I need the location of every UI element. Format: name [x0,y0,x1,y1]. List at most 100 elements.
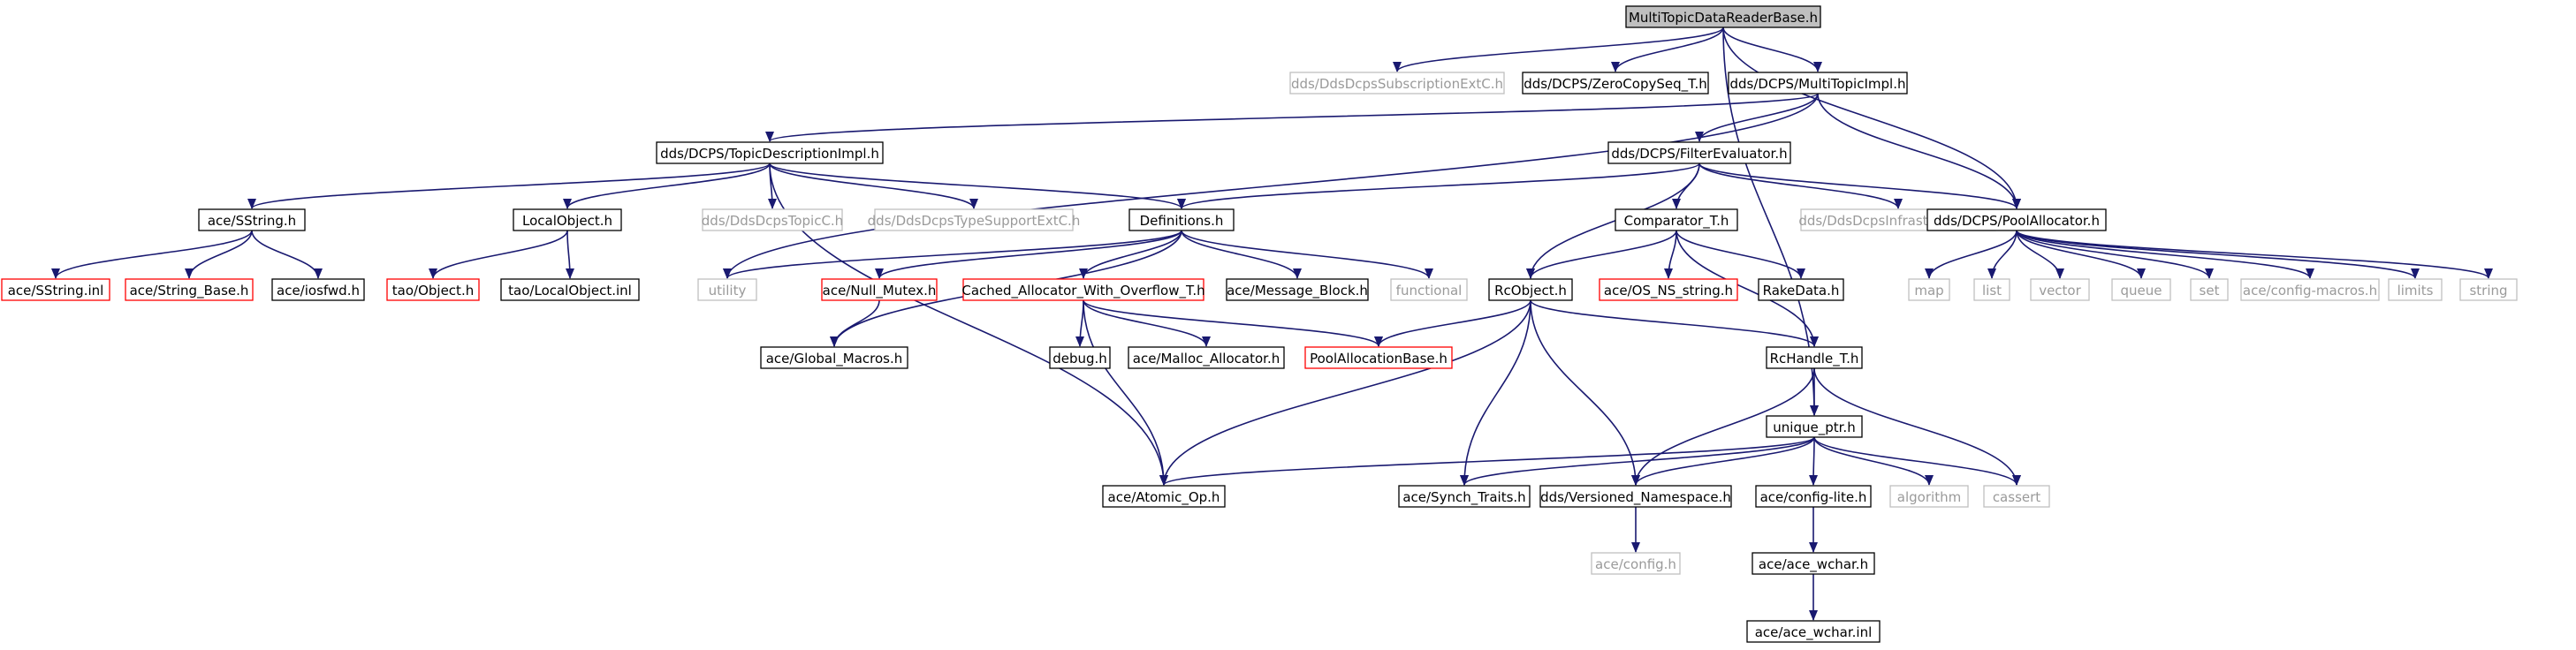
node-osns[interactable]: ace/OS_NS_string.h [1599,278,1738,301]
node-debug[interactable]: debug.h [1049,346,1111,369]
node-synch[interactable]: ace/Synch_Traits.h [1398,485,1531,508]
node-comparator[interactable]: Comparator_T.h [1615,208,1738,231]
node-label: ace/config-macros.h [2243,283,2377,299]
edge-multitopic-to-utility [723,93,1819,279]
node-versioned[interactable]: dds/Versioned_Namespace.h [1539,485,1732,508]
edge-rcobject-to-synch [1460,299,1531,486]
node-uniqueptr[interactable]: unique_ptr.h [1766,415,1863,438]
node-box [1102,485,1226,508]
edge-filtereval-to-infra [1698,162,1903,209]
node-box [1926,208,2107,231]
node-taolocal[interactable]: tao/LocalObject.inl [500,278,640,301]
node-stringbase[interactable]: ace/String_Base.h [125,278,254,301]
edge-root-to-poolalloc [1722,26,2021,209]
node-limits: limits [2388,278,2443,301]
node-aceconfig: ace/config.h [1591,552,1681,575]
node-zerocopy[interactable]: dds/DCPS/ZeroCopySeq_T.h [1522,72,1709,94]
edge-poolalloc-to-limits [2016,230,2420,279]
node-box [1128,208,1235,231]
node-poolbase[interactable]: PoolAllocationBase.h [1304,346,1453,369]
node-atomic[interactable]: ace/Atomic_Op.h [1102,485,1226,508]
node-label: ace/Synch_Traits.h [1402,489,1525,506]
node-box [1766,346,1863,369]
edge-uniqueptr-to-configlite [1809,436,1819,486]
node-filtereval[interactable]: dds/DCPS/FilterEvaluator.h [1607,141,1791,164]
node-box [962,278,1204,301]
node-label: dds/DCPS/MultiTopicImpl.h [1730,76,1906,92]
edge-rcobject-to-atomic [1159,299,1531,486]
node-label: utility [709,283,747,299]
node-box [500,278,640,301]
node-label: ace/Malloc_Allocator.h [1133,351,1280,367]
edge-cached-to-poolbase [1083,299,1383,347]
node-vector: vector [2030,278,2090,301]
node-box [513,208,622,231]
node-malloc[interactable]: ace/Malloc_Allocator.h [1128,346,1285,369]
node-box [1226,278,1369,301]
node-functional: functional [1390,278,1468,301]
node-algorithm: algorithm [1889,485,1969,508]
node-localobj[interactable]: LocalObject.h [513,208,622,231]
node-label: tao/Object.h [392,283,474,299]
node-rchandle[interactable]: RcHandle_T.h [1766,346,1863,369]
node-iosfwd[interactable]: ace/iosfwd.h [271,278,365,301]
edge-defs-to-functional [1181,230,1433,279]
node-box [2111,278,2171,301]
node-cached[interactable]: Cached_Allocator_With_Overflow_T.h [961,278,1205,301]
node-cassert: cassert [1983,485,2050,508]
node-acewchar[interactable]: ace/ace_wchar.h [1752,552,1875,575]
node-box [271,278,365,301]
node-acewcharinl[interactable]: ace/ace_wchar.inl [1746,620,1881,643]
node-label: dds/DCPS/FilterEvaluator.h [1611,146,1787,162]
node-label: set [2200,283,2220,299]
node-label: Definitions.h [1140,213,1224,229]
node-box [656,141,884,164]
node-box [1539,485,1732,508]
node-box [874,208,1074,231]
node-root[interactable]: MultiTopicDataReaderBase.h [1625,5,1821,28]
node-label: ace/Null_Mutex.h [823,283,937,299]
node-label: dds/Versioned_Namespace.h [1540,489,1731,506]
node-nullmutex[interactable]: ace/Null_Mutex.h [821,278,938,301]
node-rcobject[interactable]: RcObject.h [1488,278,1573,301]
node-label: Cached_Allocator_With_Overflow_T.h [961,283,1204,299]
edge-topicdesc-to-typesupp [769,162,978,209]
node-taoobj[interactable]: tao/Object.h [386,278,480,301]
node-label: dds/DCPS/PoolAllocator.h [1934,213,2100,229]
node-msgblock[interactable]: ace/Message_Block.h [1226,278,1369,301]
node-box [697,278,757,301]
node-label: RakeData.h [1763,283,1840,299]
node-box [1599,278,1738,301]
node-label: unique_ptr.h [1773,419,1855,436]
node-label: cassert [1993,489,2040,505]
node-configmacros: ace/config-macros.h [2240,278,2380,301]
node-label: ace/iosfwd.h [277,283,360,299]
node-sstring[interactable]: ace/SString.h [198,208,306,231]
node-box [1766,415,1863,438]
node-label: algorithm [1897,489,1961,505]
node-globalmacros[interactable]: ace/Global_Macros.h [760,346,908,369]
node-sstringinl[interactable]: ace/SString.inl [1,278,110,301]
node-configlite[interactable]: ace/config-lite.h [1755,485,1872,508]
node-defs[interactable]: Definitions.h [1128,208,1235,231]
edge-uniqueptr-to-atomic [1159,436,1815,486]
node-poolalloc[interactable]: dds/DCPS/PoolAllocator.h [1926,208,2107,231]
node-label: ace/OS_NS_string.h [1604,283,1733,299]
edge-cached-to-malloc [1083,299,1211,347]
node-topicdesc[interactable]: dds/DCPS/TopicDescriptionImpl.h [656,141,884,164]
node-box [702,208,843,231]
node-topicc: dds/DdsDcpsTopicC.h [702,208,843,231]
edge-defs-to-cached [1079,230,1182,279]
edge-filtereval-to-defs [1177,162,1700,209]
node-label: ace/SString.h [208,213,296,229]
edge-uniqueptr-to-versioned [1631,436,1815,486]
node-rakedata[interactable]: RakeData.h [1758,278,1844,301]
node-box [1728,72,1908,94]
edge-sstring-to-stringbase [185,230,253,279]
node-label: ace/ace_wchar.inl [1755,624,1873,641]
node-multitopic[interactable]: dds/DCPS/MultiTopicImpl.h [1728,72,1908,94]
node-box [1304,346,1453,369]
nodes: MultiTopicDataReaderBase.h dds/DdsDcpsSub… [1,5,2518,643]
edge-topicdesc-to-sstring [247,162,771,209]
node-label: dds/DdsDcpsSubscriptionExtC.h [1291,76,1503,92]
